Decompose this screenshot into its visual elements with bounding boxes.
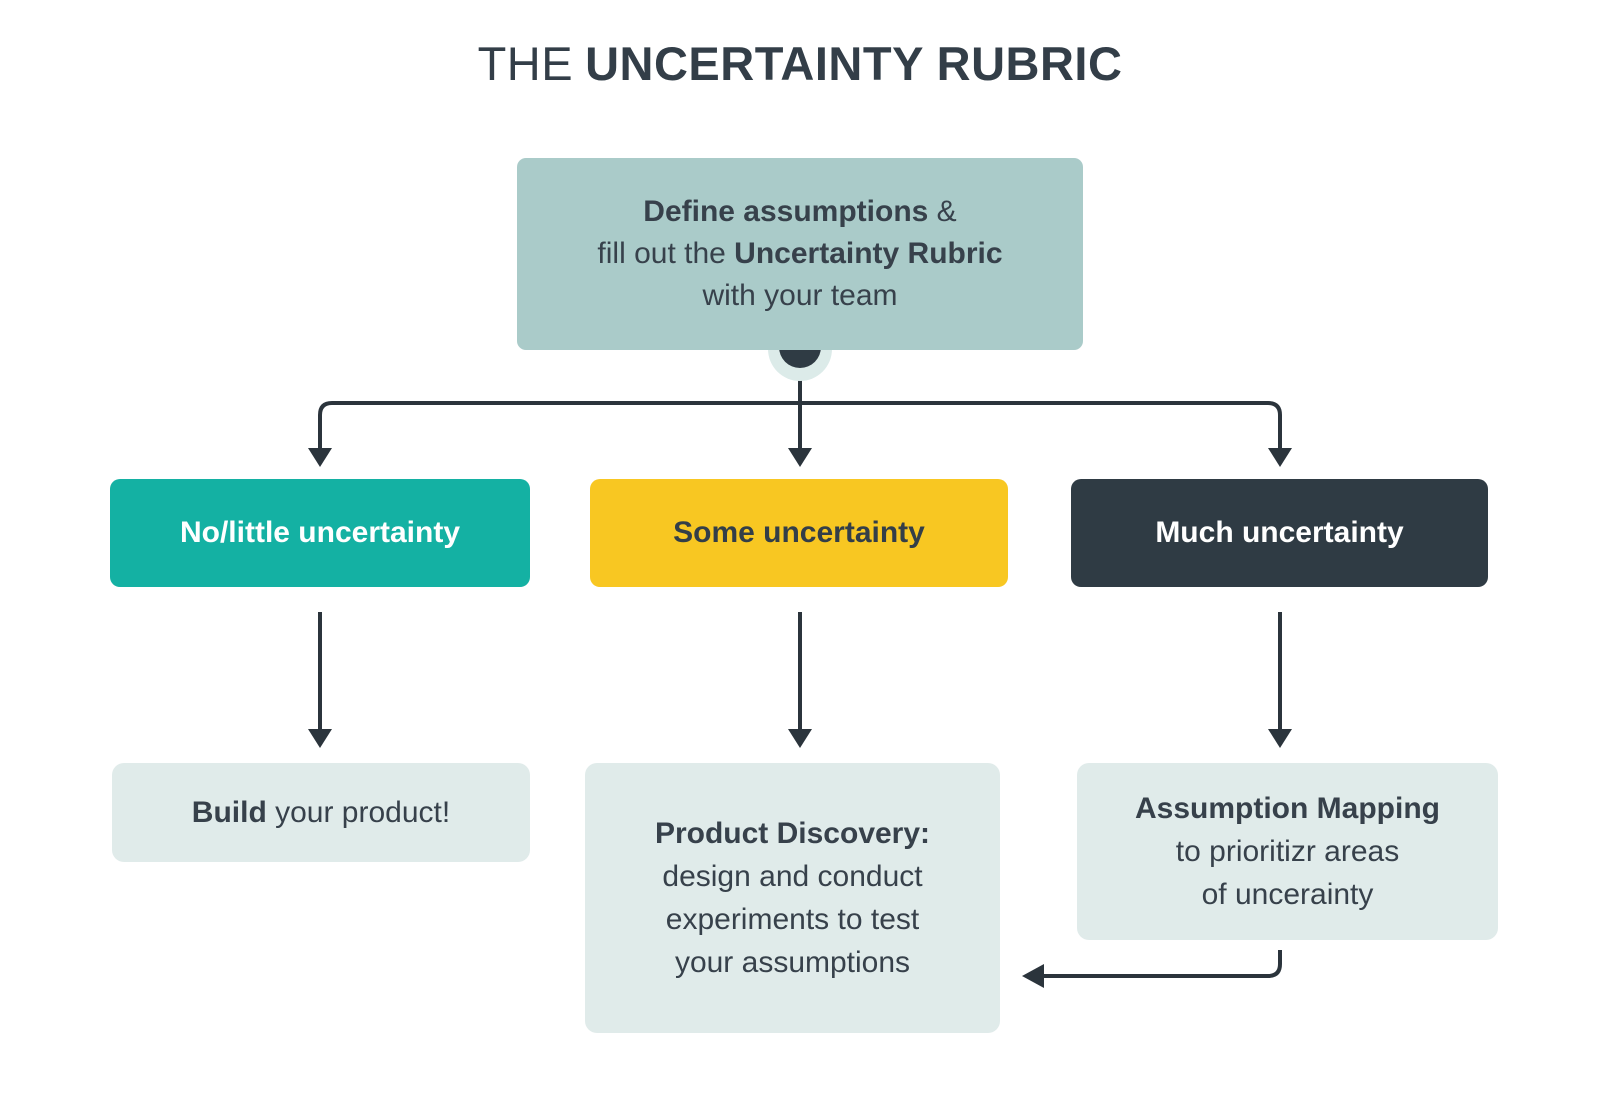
outcome-mapping-line1: Assumption Mapping <box>1135 787 1440 830</box>
outcome-box-assumption-mapping: Assumption Mapping to prioritizr areas o… <box>1077 763 1498 940</box>
page-title-prefix: THE <box>477 37 574 90</box>
outcome-build-bold: Build <box>191 796 267 829</box>
root-step-line2-bold: Uncertainty Rubric <box>734 237 1003 270</box>
arrow-down-left2-icon <box>308 729 332 748</box>
branch-rail-right-line <box>800 401 1282 448</box>
branch-box-no-little-uncertainty: No/little uncertainty <box>110 479 530 587</box>
outcome-mapping-line2: to prioritizr areas <box>1175 835 1400 868</box>
arrow-left-feedback-icon <box>1022 964 1044 988</box>
arrow-down-center2-icon <box>788 729 812 748</box>
root-step-line3: with your team <box>702 279 898 312</box>
root-step-box: Define assumptions & fill out the Uncert… <box>517 158 1083 350</box>
root-step-line2: fill out the Uncertainty Rubric <box>597 233 1002 275</box>
root-step-line1-bold: Define assumptions <box>643 195 929 228</box>
outcome-discovery-line1: Product Discovery: <box>655 812 930 855</box>
outcome-discovery-line2: design and conduct <box>662 860 923 893</box>
root-step-line2-pre: fill out the <box>597 237 735 270</box>
branch-box-some-uncertainty: Some uncertainty <box>590 479 1008 587</box>
outcome-discovery-line3: experiments to test <box>665 903 920 936</box>
root-step-line1-rest: & <box>928 195 957 228</box>
outcome-mapping-bold: Assumption Mapping <box>1135 792 1440 825</box>
outcome-build-rest: your product! <box>266 796 451 829</box>
branch-box-much-uncertainty: Much uncertainty <box>1071 479 1488 587</box>
outcome-box-build: Build your product! <box>112 763 530 862</box>
arrow-down-right-icon <box>1268 448 1292 467</box>
arrow-down-right2-icon <box>1268 729 1292 748</box>
branch-label: No/little uncertainty <box>179 516 461 549</box>
branch-rail-left-line <box>318 401 800 448</box>
page-title-main: UNCERTAINTY RUBRIC <box>585 37 1123 90</box>
outcome-discovery-line4: your assumptions <box>674 946 911 979</box>
outcome-mapping-line3: of uncerainty <box>1201 878 1374 911</box>
root-step-line1: Define assumptions & <box>643 191 956 233</box>
branch-label: Much uncertainty <box>1155 516 1404 549</box>
arrow-down-left-icon <box>308 448 332 467</box>
branch-label: Some uncertainty <box>673 516 925 549</box>
outcome-box-product-discovery: Product Discovery: design and conduct ex… <box>585 763 1000 1033</box>
arrow-down-center-icon <box>788 448 812 467</box>
outcome-discovery-bold: Product Discovery: <box>654 817 931 850</box>
outcome-build-line: Build your product! <box>192 791 450 834</box>
feedback-line <box>1044 950 1282 978</box>
